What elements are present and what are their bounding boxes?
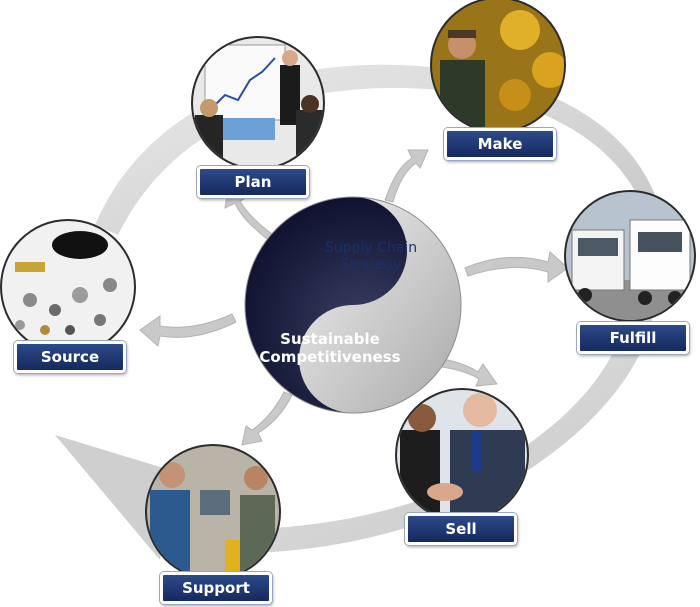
arrow-to-sell xyxy=(433,357,498,387)
arrow-to-make xyxy=(384,149,429,203)
radial-arrows xyxy=(139,149,569,446)
cycle-arrowhead xyxy=(55,435,170,560)
arrow-to-support xyxy=(241,391,293,446)
plan-label[interactable]: Plan xyxy=(197,166,309,198)
make-label[interactable]: Make xyxy=(444,128,556,160)
make-photo xyxy=(430,0,566,133)
fulfill-photo xyxy=(564,190,696,322)
supply-chain-strategy-text: Supply Chain Strategy xyxy=(324,240,418,273)
plan-photo xyxy=(191,36,325,170)
support-photo xyxy=(145,444,281,580)
arrow-to-source xyxy=(139,313,237,347)
arrow-to-fulfill xyxy=(464,251,569,283)
fulfill-label[interactable]: Fulfill xyxy=(577,322,689,354)
source-label[interactable]: Source xyxy=(14,341,126,373)
sustainable-competitiveness-text: Sustainable Competitiveness xyxy=(259,330,401,366)
source-photo xyxy=(0,219,136,355)
sell-label[interactable]: Sell xyxy=(405,513,517,545)
strategy-disc xyxy=(244,196,462,414)
support-label[interactable]: Support xyxy=(160,572,272,604)
sell-photo xyxy=(395,388,529,522)
